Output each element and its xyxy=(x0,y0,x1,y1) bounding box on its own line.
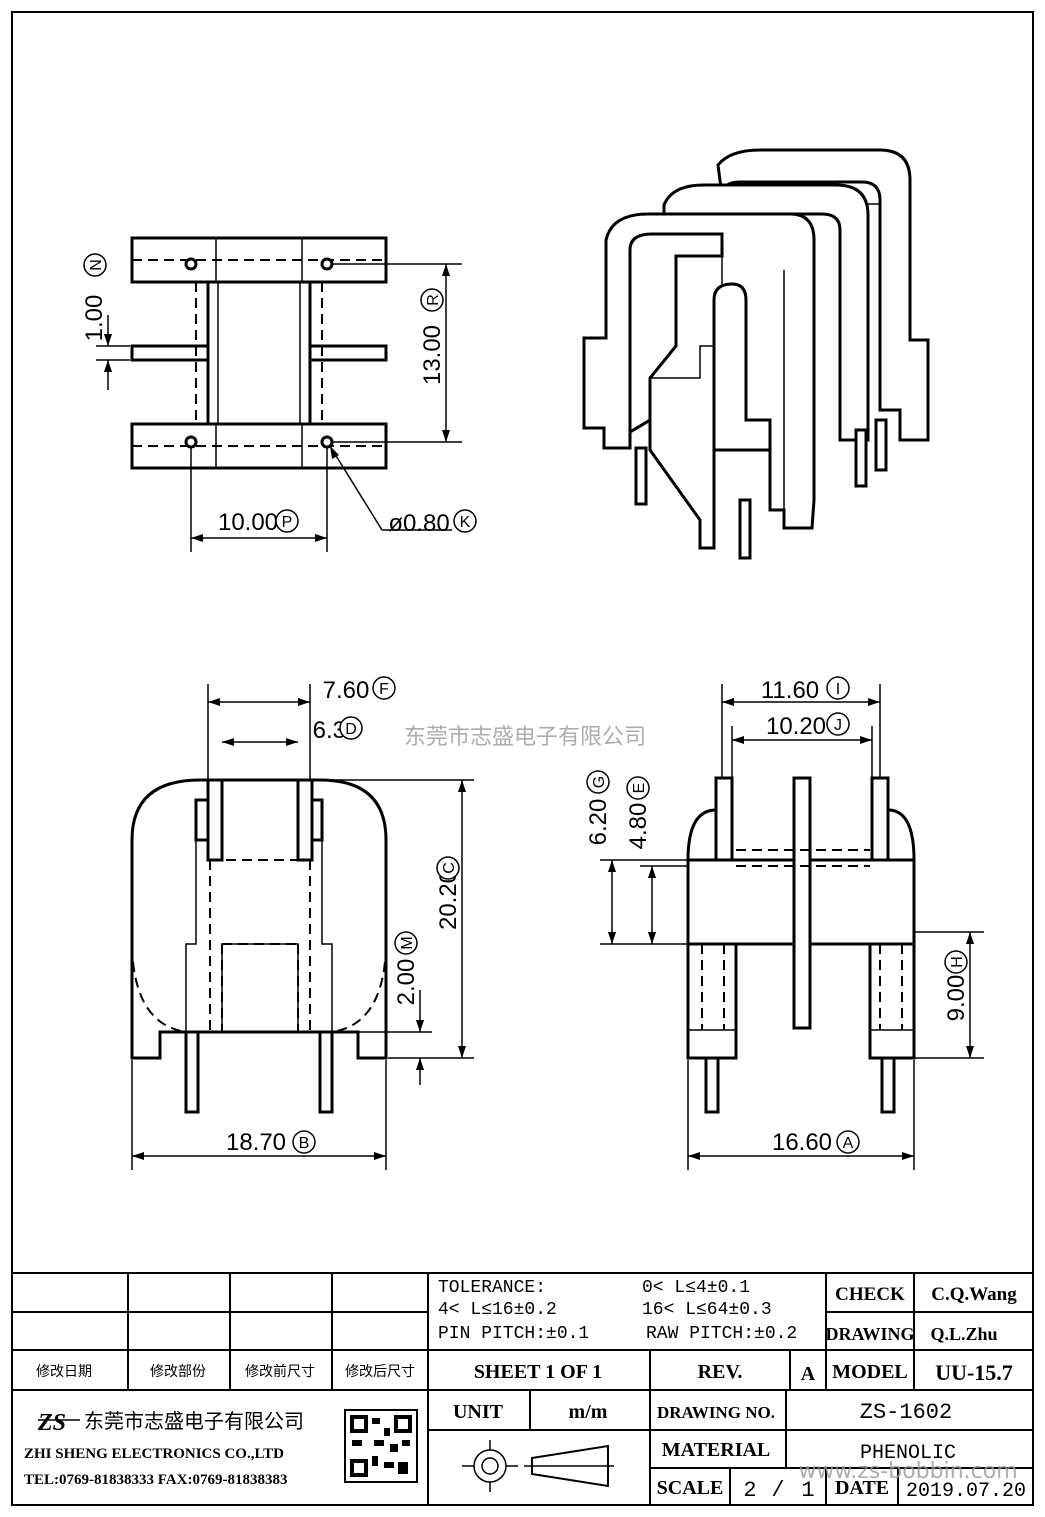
rev-header-part: 修改部份 xyxy=(150,1364,206,1380)
isometric-view xyxy=(582,148,930,560)
dim-D: 6.30 D xyxy=(222,716,363,746)
pin-pitch: PIN PITCH:±0.1 xyxy=(438,1324,589,1344)
watermark-url: www.zs-bobbin.com xyxy=(798,1459,1017,1484)
dim-R: 13.00 R xyxy=(332,263,462,443)
dim-R-letter: R xyxy=(425,294,442,306)
sheet-info: SHEET 1 OF 1 xyxy=(474,1361,602,1383)
company-logo: ZS xyxy=(37,1410,80,1436)
rev-header-before: 修改前尺寸 xyxy=(245,1363,315,1380)
dim-G-value: 6.20 xyxy=(585,799,612,846)
material-label: MATERIAL xyxy=(662,1439,771,1461)
dim-K-letter: K xyxy=(460,514,471,531)
side-view xyxy=(686,776,916,1114)
model-value: UU-15.7 xyxy=(935,1360,1013,1385)
unit-value: m/m xyxy=(569,1401,608,1423)
dim-F-letter: F xyxy=(379,681,389,698)
dim-B: 18.70 B xyxy=(131,1060,387,1170)
dim-I: 11.60 I xyxy=(721,676,881,778)
dim-K-value: ø0.80 xyxy=(388,510,449,537)
dim-M-value: 2.00 xyxy=(393,959,420,1006)
company-name-cn: 东莞市志盛电子有限公司 xyxy=(84,1409,304,1433)
dim-P: 10.00 P xyxy=(190,447,328,552)
rev-value: A xyxy=(801,1363,816,1385)
rev-header-date: 修改日期 xyxy=(36,1364,92,1380)
raw-pitch: RAW PITCH:±0.2 xyxy=(646,1324,797,1344)
company-logo-text: ZS xyxy=(37,1410,66,1436)
check-value: C.Q.Wang xyxy=(931,1284,1017,1305)
dim-B-value: 18.70 xyxy=(226,1129,286,1156)
dim-E-letter: E xyxy=(631,783,648,794)
date-value: 2019.07.20 xyxy=(906,1480,1026,1503)
dim-P-value: 10.00 xyxy=(218,509,278,536)
scale-separator: / xyxy=(771,1478,784,1503)
material-value: PHENOLIC xyxy=(860,1442,956,1465)
projection-symbol xyxy=(462,1440,614,1492)
scale-label: SCALE xyxy=(657,1477,724,1499)
watermark-company: 东莞市志盛电子有限公司 xyxy=(404,725,646,750)
dim-J-value: 10.20 xyxy=(766,713,826,740)
dim-F-value: 7.60 xyxy=(323,677,370,704)
dim-J: 10.20 J xyxy=(731,712,873,778)
dim-H-letter: H xyxy=(949,956,966,968)
front-view xyxy=(130,778,388,1114)
dim-H: 9.00 H xyxy=(914,931,984,1059)
dim-M-letter: M xyxy=(399,936,416,949)
dim-K: ø0.80 K xyxy=(329,445,477,537)
check-label: CHECK xyxy=(835,1284,905,1305)
dim-C-value: 20.20 xyxy=(435,870,462,930)
tolerance-label: TOLERANCE: xyxy=(438,1278,546,1298)
qr-code xyxy=(344,1409,418,1483)
dim-I-value: 11.60 xyxy=(761,677,819,704)
dim-R-value: 13.00 xyxy=(419,325,446,385)
dim-A: 16.60 A xyxy=(687,1060,915,1170)
company-contact: TEL:0769-81838333 FAX:0769-81838383 xyxy=(24,1472,287,1488)
model-label: MODEL xyxy=(832,1361,908,1383)
dim-G-letter: G xyxy=(591,776,608,788)
tolerance-2: 4< L≤16±0.2 xyxy=(438,1300,557,1320)
dim-N-letter: N xyxy=(88,259,105,271)
dim-E-value: 4.80 xyxy=(625,803,652,850)
dim-F: 7.60 F xyxy=(207,676,396,780)
dim-C: 20.20 C xyxy=(330,779,474,1059)
dim-D-letter: D xyxy=(345,721,357,738)
dim-J-letter: J xyxy=(834,717,842,734)
tolerance-1: 0< L≤4±0.1 xyxy=(642,1278,750,1298)
dim-B-letter: B xyxy=(299,1135,310,1152)
dim-C-letter: C xyxy=(441,862,458,874)
company-name-en: ZHI SHENG ELECTRONICS CO.,LTD xyxy=(24,1446,284,1462)
dim-A-letter: A xyxy=(843,1135,854,1152)
dim-G: 6.20 G xyxy=(585,770,688,945)
dim-A-value: 16.60 xyxy=(772,1129,832,1156)
drawing-no-value: ZS-1602 xyxy=(860,1400,952,1425)
unit-label: UNIT xyxy=(453,1401,504,1423)
dim-H-value: 9.00 xyxy=(943,975,970,1022)
rev-header-after: 修改后尺寸 xyxy=(345,1364,415,1380)
tolerance-3: 16< L≤64±0.3 xyxy=(642,1300,772,1320)
title-block: 修改日期 修改部份 修改前尺寸 修改后尺寸 TOLERANCE: 0< L≤4±… xyxy=(11,1272,1034,1506)
scale-denominator: 1 xyxy=(801,1478,814,1503)
dim-P-letter: P xyxy=(282,514,293,531)
drawing-label: DRAWING xyxy=(825,1324,914,1344)
top-view xyxy=(130,236,388,470)
dim-E: 4.80 E xyxy=(625,776,688,944)
drawing-no-label: DRAWING NO. xyxy=(657,1403,775,1422)
dim-N: 1.00 N xyxy=(81,253,130,390)
dim-I-letter: I xyxy=(836,681,840,698)
drawing-value: Q.L.Zhu xyxy=(930,1324,997,1344)
rev-label: REV. xyxy=(698,1361,743,1383)
dim-M: 2.00 M xyxy=(358,931,432,1085)
dim-N-value: 1.00 xyxy=(81,295,108,342)
date-label: DATE xyxy=(835,1477,889,1499)
scale-numerator: 2 xyxy=(743,1478,756,1503)
